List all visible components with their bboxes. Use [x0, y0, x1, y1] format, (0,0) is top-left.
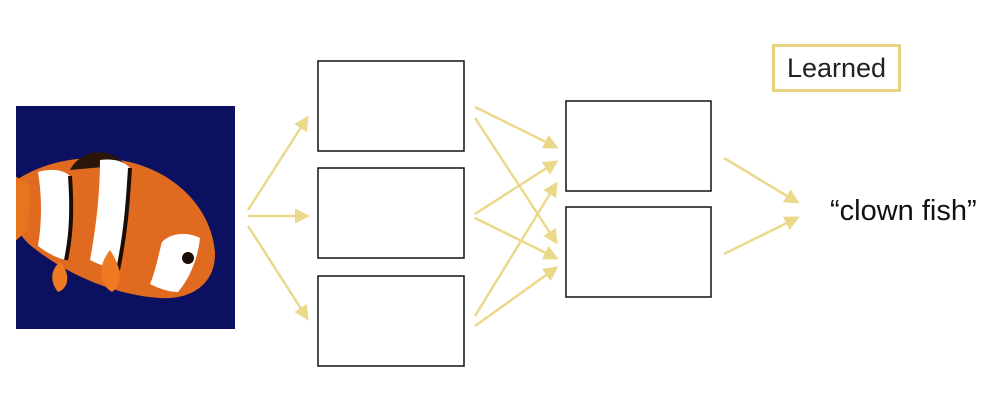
- learned-legend-label: Learned: [786, 52, 887, 83]
- layer2-unit-2: [565, 206, 712, 298]
- arrows-layer1-to-layer2: [473, 105, 559, 328]
- input-image: [16, 106, 235, 329]
- clownfish: [16, 152, 216, 299]
- arrow-input-to-unit1: [246, 115, 309, 211]
- arrow-l2u1-to-output: [723, 156, 800, 204]
- arrow-input-to-unit3: [246, 225, 309, 321]
- arrow-l1u3-to-l2u2: [474, 266, 559, 328]
- arrows-input-to-layer1: [246, 115, 310, 321]
- fish-eye: [182, 252, 194, 264]
- arrows-layer2-to-output: [723, 156, 800, 256]
- arrow-l2u2-to-output: [723, 216, 800, 256]
- arrow-l1u1-to-l2u1: [474, 105, 559, 149]
- arrow-l1u1-to-l2u2: [473, 117, 558, 245]
- arrow-l1u2-to-l2u2: [474, 216, 559, 260]
- learned-legend: Learned: [772, 44, 901, 92]
- arrow-l1u2-to-l2u1: [474, 160, 559, 216]
- arrow-l1u3-to-l2u1: [473, 181, 558, 317]
- layer1-unit-3: [317, 275, 465, 367]
- layer1-unit-2: [317, 167, 465, 259]
- layer2-unit-1: [565, 100, 712, 192]
- output-label: “clown fish”: [830, 195, 977, 227]
- layer1-unit-1: [317, 60, 465, 152]
